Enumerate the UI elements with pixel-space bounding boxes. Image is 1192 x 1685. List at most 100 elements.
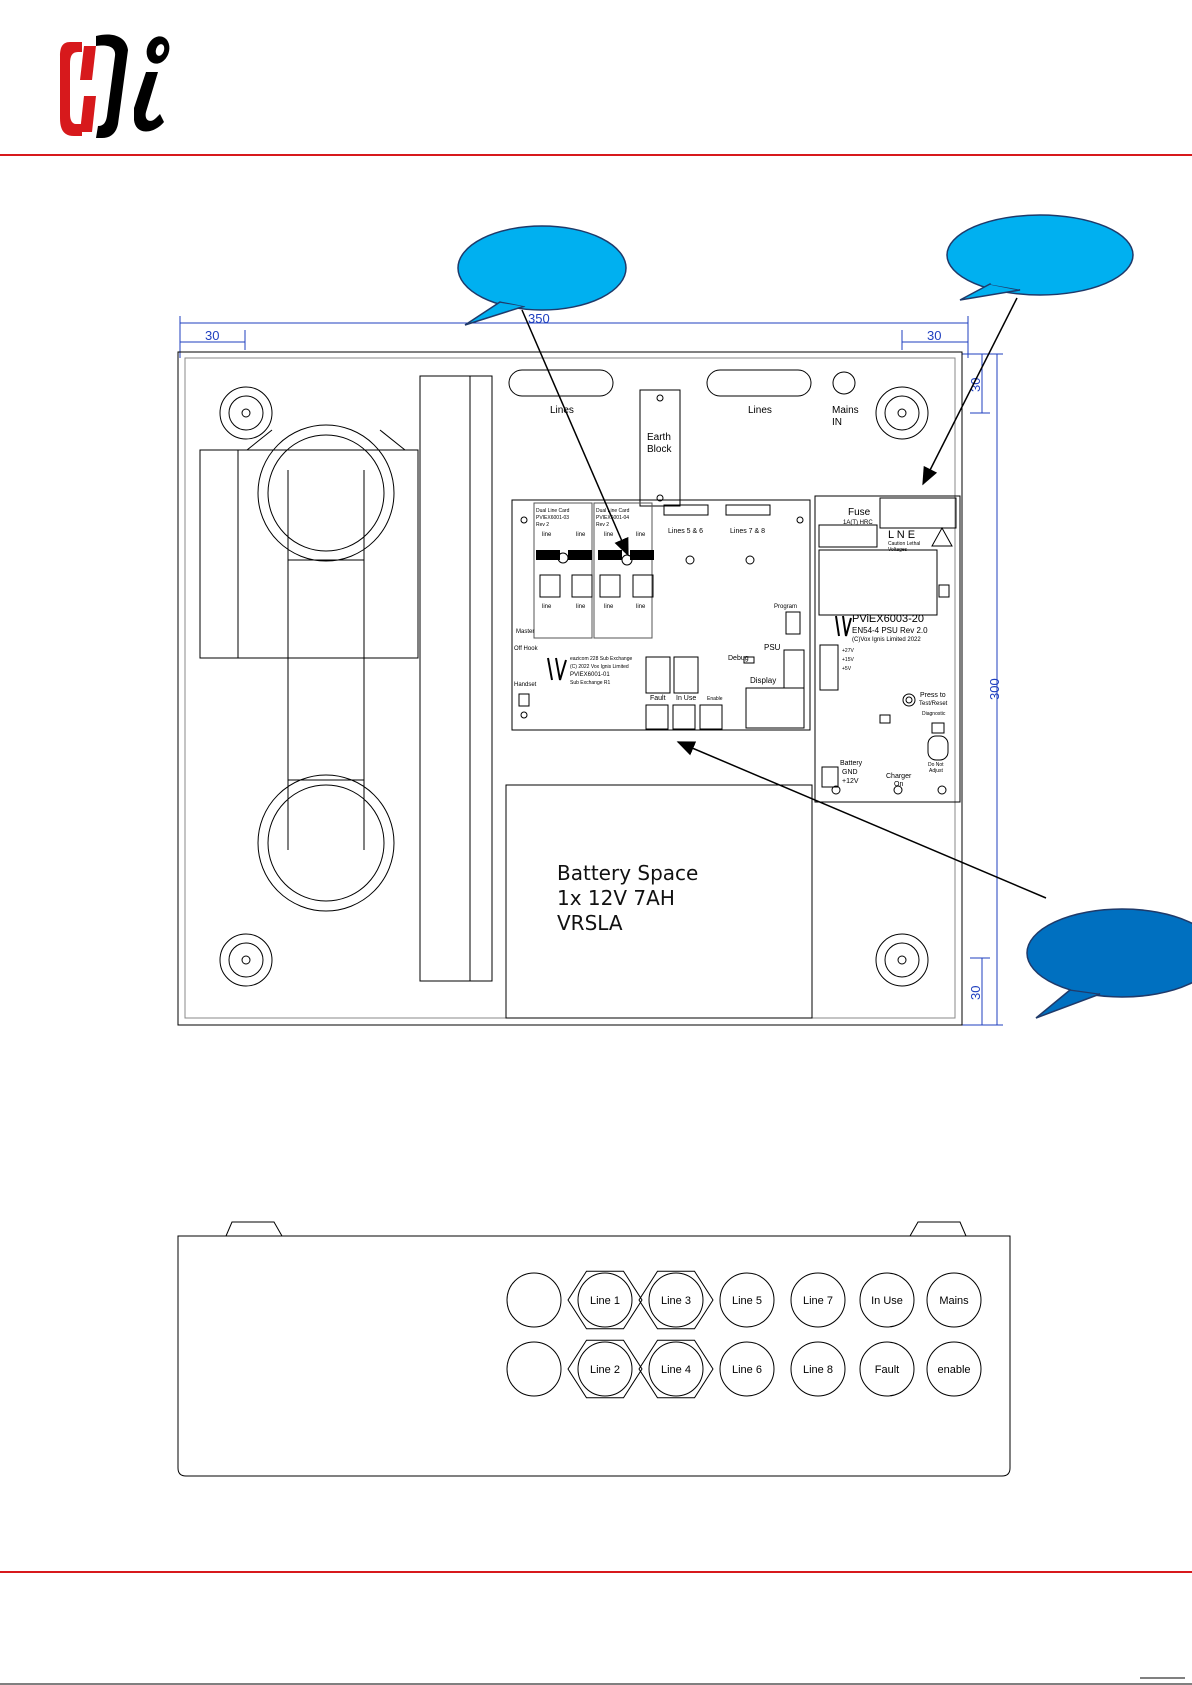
front-panel-indicator: Fault — [859, 1341, 915, 1397]
line-label: line — [576, 604, 586, 610]
psu-model: PViEX6003-20 — [852, 613, 924, 625]
indicator-bezel — [506, 1341, 562, 1397]
front-panel-indicator: Line 3 — [638, 1270, 714, 1330]
label-adjust: Adjust — [929, 768, 944, 774]
indicator-label: Line 8 — [803, 1364, 833, 1376]
battery-space: Battery Space 1x 12V 7AH VRSLA — [505, 784, 813, 1019]
mounting-hole — [219, 386, 273, 440]
label-gnd: GND — [842, 769, 858, 776]
front-panel-indicator: Line 5 — [719, 1272, 775, 1328]
top-dimensions — [179, 316, 969, 358]
gland-nut-hex — [638, 1270, 714, 1330]
label-on: On — [894, 781, 903, 788]
mounting-hole — [219, 933, 273, 987]
indicator-label: Fault — [875, 1364, 899, 1376]
dim-right-margin: 30 — [927, 328, 941, 343]
label-lines-5-6: Lines 5 & 6 — [668, 528, 703, 535]
gland-nut-hex — [638, 1339, 714, 1399]
label-fault: Fault — [650, 695, 666, 702]
label-off-hook: Off Hook — [514, 646, 539, 652]
label-mains-in-1: Mains — [832, 405, 859, 416]
arrow-psu-board — [922, 297, 1018, 486]
label-caution-2: Voltages — [888, 547, 908, 553]
indicator-bezel — [506, 1272, 562, 1328]
right-dimensions — [962, 353, 1003, 1026]
callout-right — [946, 214, 1134, 301]
arrow-line-card-bottom — [676, 741, 1047, 899]
indicator-bezel — [719, 1341, 775, 1397]
indicator-bezel — [577, 1272, 633, 1328]
front-panel-indicator: Mains — [926, 1272, 982, 1328]
pointer-arrows — [521, 297, 1047, 899]
psu-board: Fuse 1A(T) HRC L N E Caution Lethal Volt… — [814, 495, 961, 803]
front-panel-indicator — [506, 1341, 562, 1397]
indicator-bezel — [926, 1341, 982, 1397]
label-program: Program — [774, 604, 797, 610]
cable-entries — [508, 369, 856, 397]
label-caution-1: Caution Lethal — [888, 541, 920, 547]
company-logo — [60, 34, 170, 138]
label-mains-in-2: IN — [832, 417, 842, 428]
line-label: line — [542, 532, 552, 538]
line-card-board: Dual Line Card PVIEX6001-03 Rev 2 Dual L… — [511, 499, 811, 731]
indicator-label: Line 1 — [590, 1295, 620, 1307]
front-panel-indicator: Line 1 — [567, 1270, 643, 1330]
label-press-to: Press to — [920, 692, 946, 699]
label-lines-right: Lines — [748, 405, 772, 416]
label-12v: +12V — [842, 778, 859, 785]
label-debug: Debug — [728, 655, 749, 662]
earth-block: Earth Block — [639, 389, 681, 507]
card-a-rev: Rev 2 — [536, 522, 549, 528]
label-fuse: Fuse — [848, 507, 871, 518]
front-panel-indicator: Line 2 — [567, 1339, 643, 1399]
arrow-line-card — [521, 309, 629, 557]
rail-15v: +15V — [842, 657, 854, 663]
rail-5v: +5V — [842, 666, 852, 672]
gland-nut-hex — [567, 1270, 643, 1330]
battery-space-type: VRSLA — [557, 911, 623, 935]
front-panel — [177, 1221, 1011, 1477]
battery-space-title: Battery Space — [557, 861, 698, 885]
board-name-3: PVIEX6001-01 — [570, 672, 610, 678]
indicator-label: Line 6 — [732, 1364, 762, 1376]
mounting-hole — [875, 933, 929, 987]
gland-nut-hex — [567, 1339, 643, 1399]
card-a-title: Dual Line Card — [536, 508, 570, 514]
indicator-label: Line 7 — [803, 1295, 833, 1307]
front-panel-indicator: In Use — [859, 1272, 915, 1328]
card-b-rev: Rev 2 — [596, 522, 609, 528]
indicator-bezel — [790, 1341, 846, 1397]
label-master: Master — [516, 629, 534, 635]
front-panel-indicator: Line 4 — [638, 1339, 714, 1399]
front-panel-indicator — [506, 1272, 562, 1328]
callout-bottom — [1026, 908, 1192, 1019]
psu-logo — [835, 615, 852, 637]
mounting-holes — [219, 386, 929, 987]
indicator-bezel — [577, 1341, 633, 1397]
line-label: line — [576, 532, 586, 538]
rail-27v: +27V — [842, 648, 854, 654]
line-label: line — [636, 532, 646, 538]
indicator-label: Line 2 — [590, 1364, 620, 1376]
dim-overall-height: 300 — [987, 678, 1002, 700]
indicator-label: enable — [937, 1364, 970, 1376]
board-name-2: (C) 2022 Vox Ignis Limited — [570, 664, 629, 670]
label-fuse-rating: 1A(T) HRC — [843, 520, 873, 526]
indicator-label: In Use — [871, 1295, 903, 1307]
indicator-bezel — [648, 1341, 704, 1397]
front-panel-indicator: Line 7 — [790, 1272, 846, 1328]
callout-left — [457, 225, 627, 326]
dim-bottom-margin: 30 — [968, 986, 983, 1000]
label-in-use: In Use — [676, 695, 696, 702]
indicator-bezel — [648, 1272, 704, 1328]
board-logo — [547, 657, 567, 681]
indicator-bezel — [719, 1272, 775, 1328]
label-handset: Handset — [514, 682, 537, 688]
earth-block-label-2: Block — [647, 444, 672, 455]
label-enable: Enable — [707, 696, 723, 702]
board-name-1: eazicom 228 Sub Exchange — [570, 656, 632, 662]
label-display: Display — [750, 676, 776, 685]
indicator-bezel — [859, 1341, 915, 1397]
